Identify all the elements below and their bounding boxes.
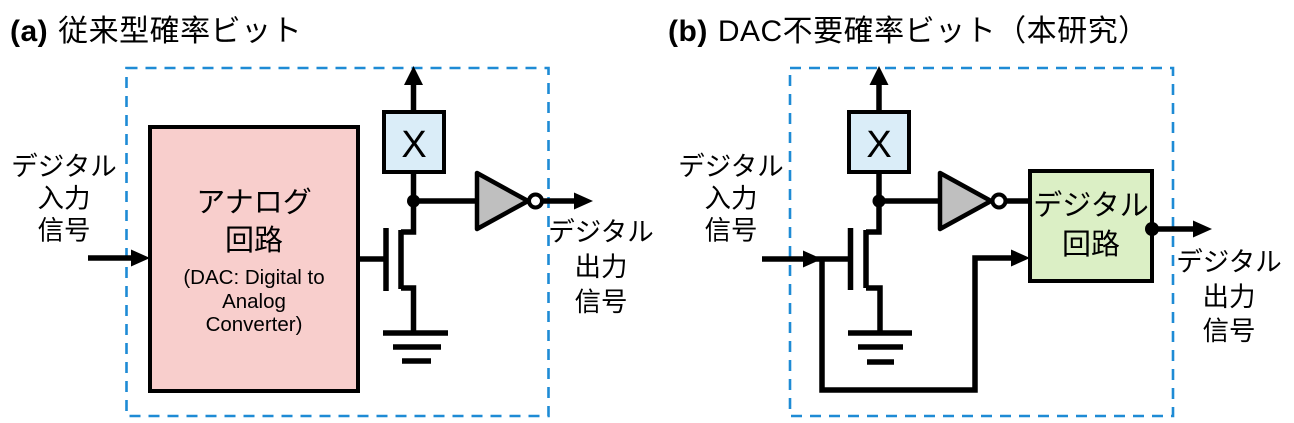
panel-a-noise-source: X	[382, 66, 446, 201]
noise-up-arrow-head	[869, 66, 889, 85]
panel-b-output-arrow	[1145, 220, 1212, 238]
panel-a-tag: (a)	[10, 15, 49, 48]
panel-b-noise-box-label: X	[866, 124, 891, 166]
panel-b-feedback-path	[819, 249, 1030, 393]
panel-b-output-label-line1: デジタル	[1176, 247, 1281, 277]
dac-box-label-line2: 回路	[225, 224, 283, 257]
digital-box-label-line1: デジタル	[1033, 189, 1148, 222]
inverter-triangle	[937, 170, 994, 232]
panel-a-output-arrow	[542, 192, 593, 210]
panel-b-input-label-line3: 信号	[705, 216, 758, 246]
panel-a-output-label: デジタル 出力 信号	[548, 217, 653, 317]
inverter-triangle	[474, 170, 531, 232]
digital-box-label-line2: 回路	[1062, 228, 1120, 261]
panel-a-boundary-dashed-box	[125, 66, 550, 418]
panel-a-input-label-line1: デジタル	[11, 152, 116, 182]
panel-b-title: (b) DAC不要確率ビット（本研究）	[668, 6, 1149, 50]
inverter-bubble	[527, 192, 544, 210]
panel-b-input-arrow	[762, 250, 851, 268]
input-arrow-head	[803, 250, 822, 268]
panel-a-noise-box-label: X	[401, 124, 426, 166]
panel-a-title: (a) 従来型確率ビット	[10, 6, 302, 50]
panel-a-output-label-line2: 出力	[575, 252, 628, 282]
panel-b-ground-symbol	[848, 330, 912, 365]
panel-a-circuit: デジタル 入力 信号 アナログ 回路 (DAC: Digital to Anal…	[11, 66, 654, 418]
panel-b-input-label: デジタル 入力 信号	[678, 152, 783, 246]
panel-b-input-label-line1: デジタル	[678, 152, 783, 182]
panel-a-analog-dac-box	[148, 125, 360, 393]
noise-up-arrow-head	[404, 66, 423, 85]
panel-a-input-label: デジタル 入力 信号	[11, 152, 116, 246]
panel-a-ground-symbol	[383, 330, 448, 364]
panel-b-transistor	[847, 204, 883, 332]
panel-a-analog-dac-box-label: アナログ 回路 (DAC: Digital to Analog Converte…	[183, 186, 324, 336]
inverter-bubble	[990, 192, 1008, 210]
panel-b-digital-circuit-box	[1028, 169, 1154, 283]
panel-a-input-label-line3: 信号	[38, 216, 91, 246]
panel-a-output-label-line3: 信号	[575, 287, 628, 317]
feedback-arrow-head	[1011, 249, 1030, 267]
panel-b-noise-source: X	[847, 66, 911, 201]
transistor-drain-wire	[401, 204, 417, 235]
feedback-wire	[819, 255, 1016, 393]
input-arrow-head	[131, 249, 150, 267]
panel-b-output-label: デジタル 出力 信号	[1176, 247, 1281, 346]
dac-box-sub-line2: Analog	[222, 290, 286, 313]
transistor-source-wire	[866, 285, 883, 332]
transistor-source-wire	[401, 285, 417, 332]
panel-a-input-arrow	[88, 249, 150, 267]
panel-b-title-text: DAC不要確率ビット（本研究）	[717, 15, 1149, 48]
dac-box-label-line1: アナログ	[196, 186, 311, 219]
dac-box-sub-line1: (DAC: Digital to	[183, 266, 324, 289]
panel-a-title-text: 従来型確率ビット	[58, 15, 303, 48]
output-arrow-head	[1193, 220, 1212, 238]
panel-a-output-label-line1: デジタル	[548, 217, 653, 247]
dac-box-sub-line3: Converter)	[206, 313, 303, 336]
panel-b-noise-box	[847, 110, 911, 174]
transistor-drain-wire	[866, 204, 882, 235]
panel-b-circuit: デジタル 入力 信号	[678, 66, 1282, 418]
panel-b-boundary-dashed-box	[788, 66, 1175, 418]
panel-b-inverter	[879, 170, 1032, 232]
panel-b-output-label-line3: 信号	[1203, 316, 1256, 346]
panel-b-output-label-line2: 出力	[1203, 282, 1256, 312]
panel-b-tag: (b)	[668, 15, 708, 48]
panel-a-inverter	[413, 170, 544, 232]
output-arrow-head	[574, 192, 593, 210]
panel-a-transistor	[358, 204, 417, 332]
panel-b-digital-circuit-box-label: デジタル 回路	[1033, 189, 1148, 261]
panel-a-input-label-line2: 入力	[38, 184, 91, 214]
panel-b-input-label-line2: 入力	[705, 184, 758, 214]
